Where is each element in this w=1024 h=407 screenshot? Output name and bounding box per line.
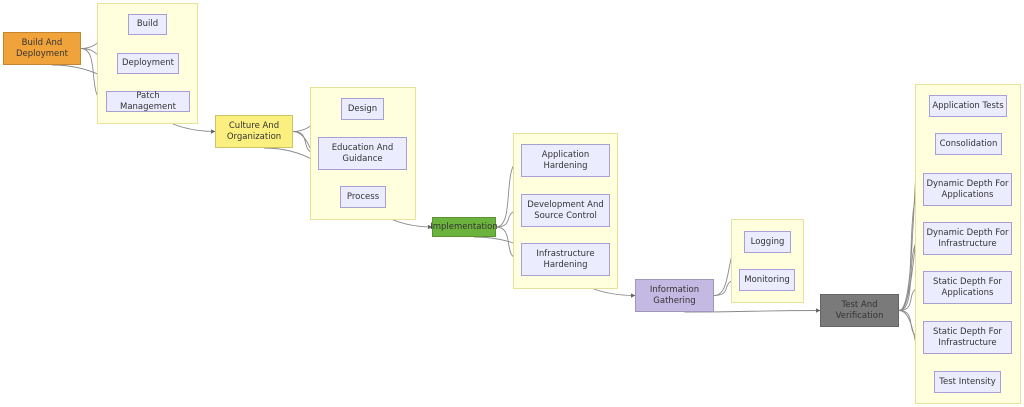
- node-dynamic-depth-for-applications[interactable]: Dynamic Depth For Applications: [923, 173, 1012, 206]
- node-patch-management[interactable]: Patch Management: [106, 91, 190, 112]
- node-build[interactable]: Build: [128, 14, 167, 35]
- node-development-and-source-control[interactable]: Development And Source Control: [521, 194, 610, 227]
- node-build-and-deployment[interactable]: Build And Deployment: [3, 32, 81, 65]
- node-monitoring[interactable]: Monitoring: [739, 269, 795, 291]
- node-test-and-verification[interactable]: Test And Verification: [820, 294, 899, 327]
- node-static-depth-for-applications[interactable]: Static Depth For Applications: [923, 271, 1012, 304]
- node-implementation[interactable]: Implementation: [430, 217, 498, 237]
- node-process[interactable]: Process: [340, 186, 386, 208]
- node-design[interactable]: Design: [341, 98, 384, 120]
- node-dynamic-depth-for-infrastructure[interactable]: Dynamic Depth For Infrastructure: [923, 222, 1012, 255]
- node-test-intensity[interactable]: Test Intensity: [934, 371, 1001, 393]
- node-consolidation[interactable]: Consolidation: [935, 133, 1002, 155]
- node-application-hardening[interactable]: Application Hardening: [521, 144, 610, 177]
- node-static-depth-for-infrastructure[interactable]: Static Depth For Infrastructure: [923, 321, 1012, 354]
- node-application-tests[interactable]: Application Tests: [929, 95, 1007, 117]
- node-information-gathering[interactable]: Information Gathering: [635, 279, 714, 312]
- node-logging[interactable]: Logging: [744, 231, 791, 253]
- node-deployment[interactable]: Deployment: [117, 53, 179, 74]
- node-education-and-guidance[interactable]: Education And Guidance: [318, 137, 407, 170]
- node-infrastructure-hardening[interactable]: Infrastructure Hardening: [521, 243, 610, 276]
- node-culture-and-organization[interactable]: Culture And Organization: [215, 115, 293, 148]
